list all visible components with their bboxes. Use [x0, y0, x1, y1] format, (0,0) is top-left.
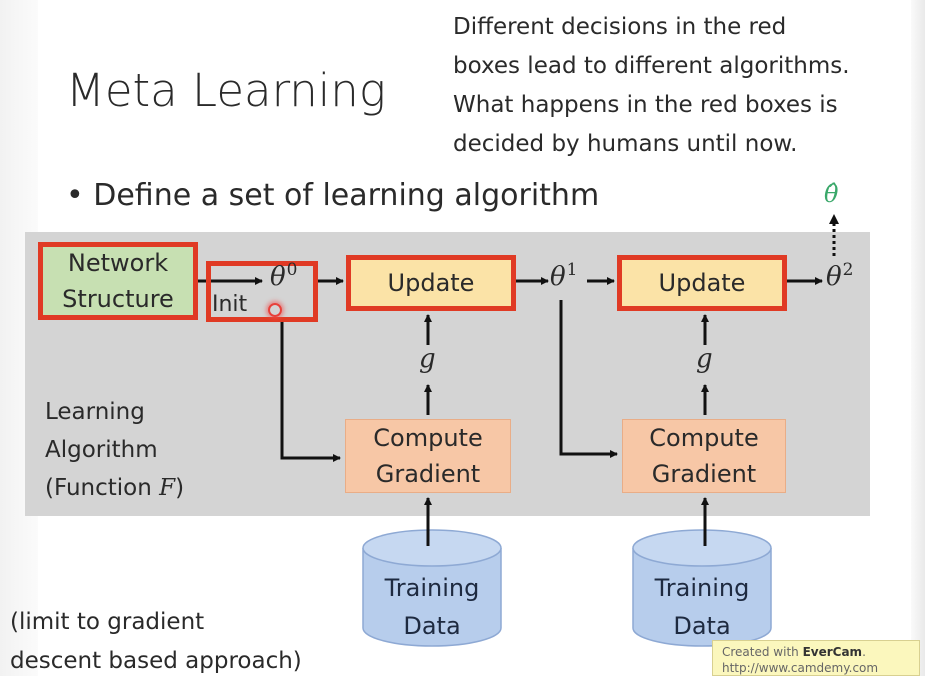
theta0-label: θ0	[270, 260, 298, 292]
init-label: Init	[212, 292, 248, 317]
evercam-watermark: Created with EverCam. http://www.camdemy…	[712, 640, 920, 676]
update-box-1: Update	[346, 255, 516, 311]
network-structure-line: Structure	[62, 285, 174, 313]
compute-gradient-line: Gradient	[651, 460, 757, 488]
update-label: Update	[658, 269, 746, 297]
footnote-line: descent based approach)	[10, 648, 302, 674]
training-data-cylinder-2	[632, 528, 772, 647]
gradient-symbol-2: g	[696, 344, 713, 374]
learning-algorithm-label: Learning Algorithm (Function F)	[45, 393, 184, 507]
compute-gradient-line: Compute	[373, 424, 483, 452]
note-line: boxes lead to different algorithms.	[453, 53, 850, 79]
note-line: What happens in the red boxes is	[453, 92, 838, 118]
theta-hat-label: θ̂	[824, 180, 839, 208]
network-structure-box: Network Structure	[38, 242, 198, 320]
theta1-label: θ1	[550, 260, 578, 292]
slide-right-edge	[911, 0, 925, 676]
init-box	[206, 261, 318, 322]
update-box-2: Update	[617, 255, 787, 311]
watermark-url: http://www.camdemy.com	[722, 661, 879, 675]
update-label: Update	[387, 269, 475, 297]
network-structure-line: Network	[67, 249, 169, 277]
theta2-label: θ2	[826, 260, 854, 292]
compute-gradient-line: Compute	[649, 424, 759, 452]
note-line: decided by humans until now.	[453, 131, 798, 157]
footnote-line: (limit to gradient	[10, 609, 205, 635]
training-data-cylinder-1	[362, 528, 502, 647]
footnote: (limit to gradient descent based approac…	[10, 603, 302, 681]
slide-title: Meta Learning	[66, 64, 386, 117]
compute-gradient-line: Gradient	[375, 460, 481, 488]
bullet-point: • Define a set of learning algorithm	[66, 178, 599, 213]
compute-gradient-box-2: Compute Gradient	[622, 419, 786, 493]
label-line: Algorithm	[45, 437, 158, 463]
gradient-symbol-1: g	[419, 344, 436, 374]
label-line: Learning	[45, 399, 145, 425]
annotation-note: Different decisions in the red boxes lea…	[453, 8, 913, 164]
pointer-cursor-icon	[268, 303, 282, 317]
label-line: (Function F)	[45, 475, 185, 501]
bullet-icon: •	[66, 178, 94, 213]
bullet-text: Define a set of learning algorithm	[93, 178, 600, 213]
note-line: Different decisions in the red	[453, 14, 787, 40]
compute-gradient-box-1: Compute Gradient	[345, 419, 511, 493]
